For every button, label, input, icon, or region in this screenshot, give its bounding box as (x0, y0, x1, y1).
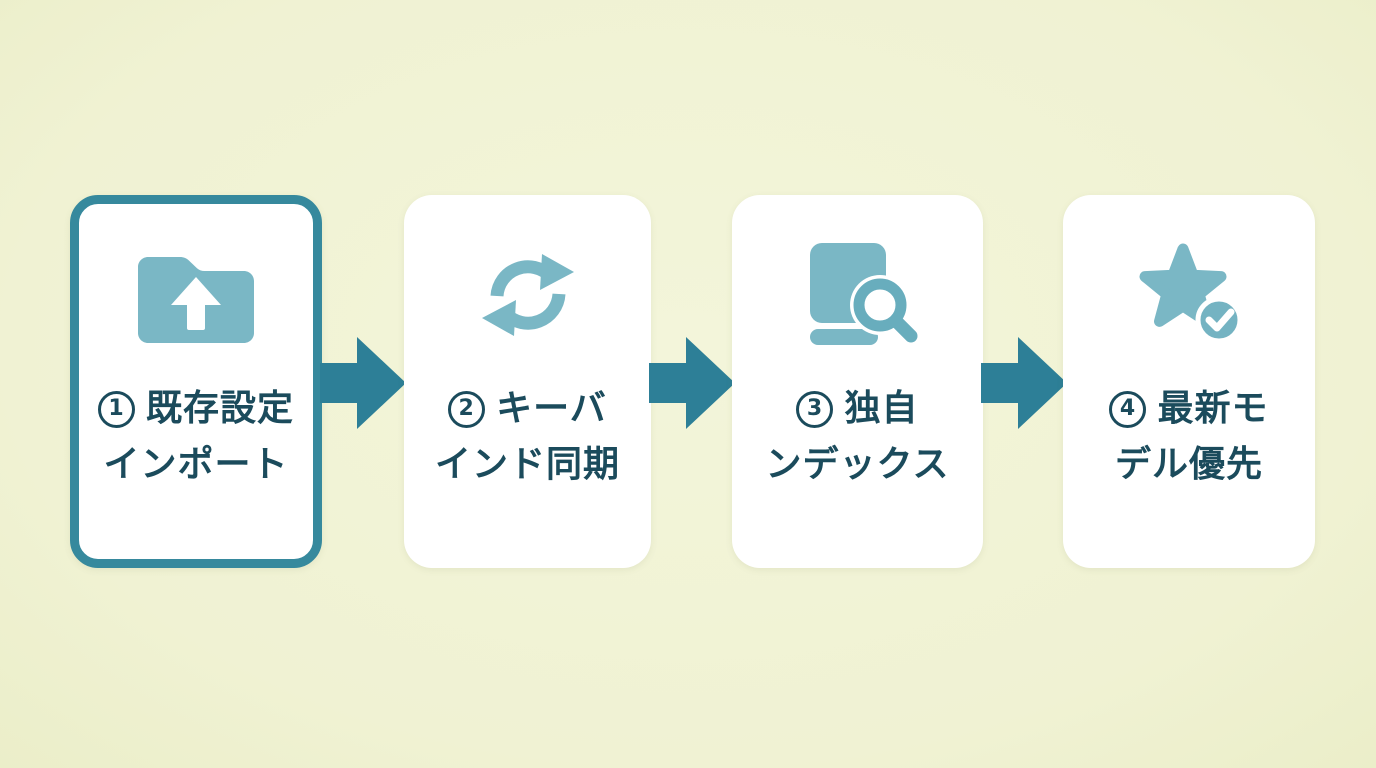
step-label-line1: 独自 (844, 388, 919, 429)
step-label-line1: 既存設定 (145, 388, 294, 429)
step-number-badge: 1 (97, 390, 135, 428)
step-label: 3 独自 ンデックス (766, 381, 950, 493)
step-number-badge: 3 (796, 390, 834, 428)
step-card-4: 4 最新モ デル優先 (1063, 195, 1315, 568)
step-card-3: 3 独自 ンデックス (732, 195, 983, 568)
step-label: 2 キーバ インド同期 (435, 381, 620, 493)
flow-arrow-icon (649, 335, 735, 431)
step-label-line2: インポート (103, 444, 289, 485)
step-label-line2: デル優先 (1114, 444, 1263, 485)
flow-arrow-icon (981, 335, 1067, 431)
book-search-icon (798, 243, 918, 348)
step-number-badge: 2 (448, 390, 486, 428)
star-check-icon (1131, 243, 1247, 347)
flow-arrow-icon (320, 335, 406, 431)
step-card-2: 2 キーバ インド同期 (404, 195, 651, 568)
step-card-1: 1 既存設定 インポート (70, 195, 322, 568)
step-label-line1: 最新モ (1157, 388, 1269, 429)
sync-icon (477, 243, 579, 347)
step-label-line1: キーバ (496, 388, 607, 429)
step-label-line2: インド同期 (434, 444, 620, 485)
folder-upload-icon (138, 243, 254, 347)
step-number-badge: 4 (1109, 390, 1147, 428)
step-label: 4 最新モ デル優先 (1109, 381, 1268, 493)
step-label: 1 既存設定 インポート (97, 381, 294, 493)
step-label-line2: ンデックス (765, 444, 950, 485)
